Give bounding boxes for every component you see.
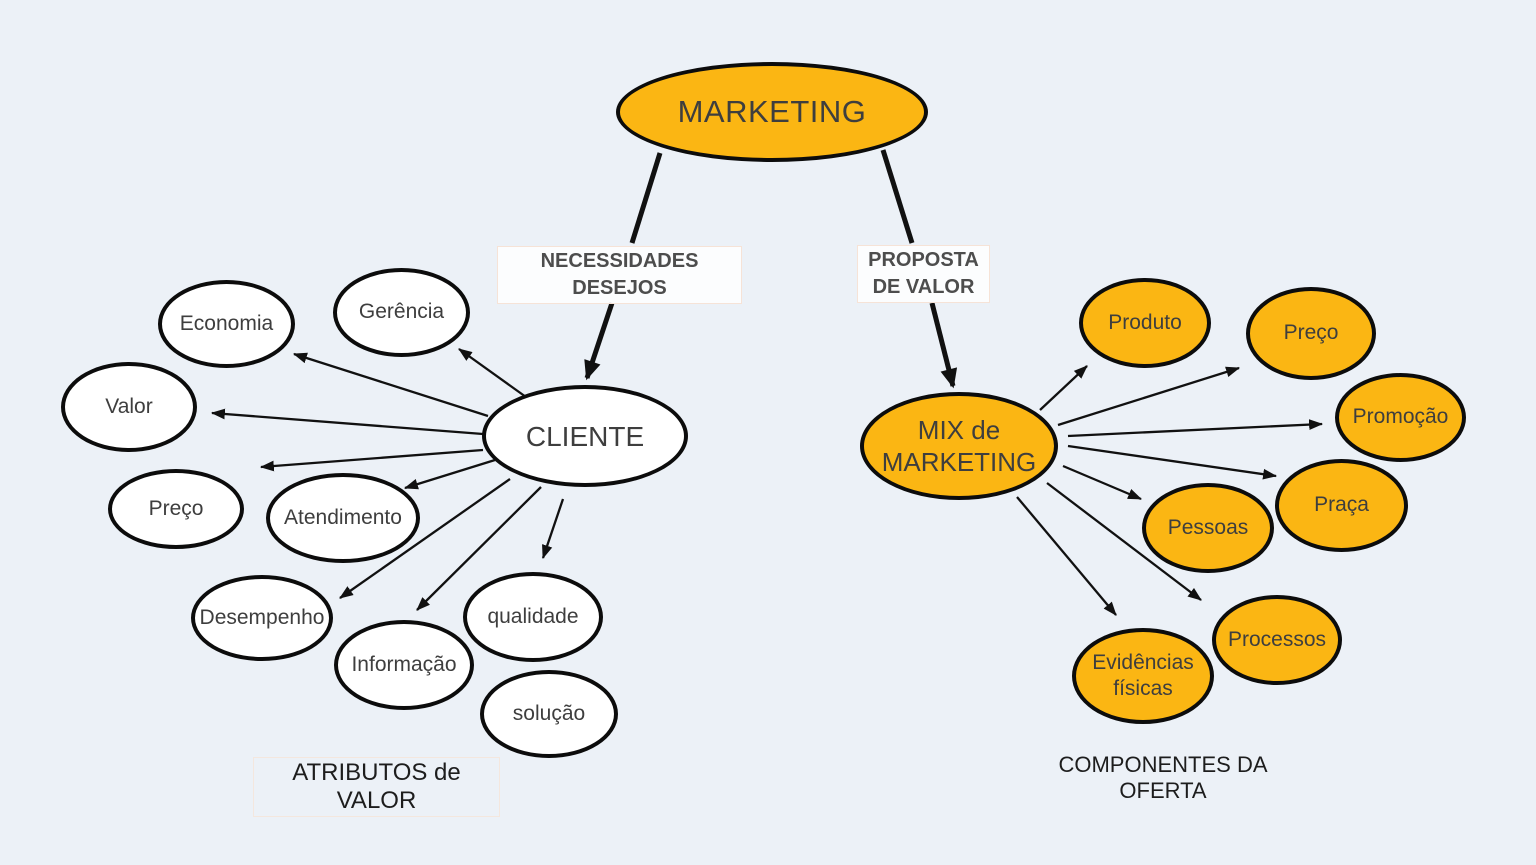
edge-cliente-gerencia (458, 348, 527, 398)
caption-componentes-da-oferta: COMPONENTES DA OFERTA (1030, 752, 1296, 803)
node-atendimento: Atendimento (266, 473, 420, 563)
node-valor-label: Valor (105, 394, 153, 418)
edge-cliente-economia (292, 352, 489, 418)
caption-atributos-de-valor: ATRIBUTOS de VALOR (253, 757, 500, 817)
node-praca-label: Praça (1314, 493, 1369, 517)
node-cliente: CLIENTE (482, 385, 688, 487)
node-gerencia: Gerência (333, 268, 470, 357)
edge-mix-pessoas (1062, 464, 1142, 501)
edge-marketing-cliente-upper (629, 152, 663, 244)
edge-label-necessidades-text: NECESSIDADES DESEJOS (540, 250, 699, 299)
node-mix-label: MIX de MARKETING (881, 414, 1037, 478)
edge-mix-preco (1057, 366, 1241, 427)
node-informacao-label: Informação (351, 652, 457, 676)
edge-cliente-valor (210, 408, 484, 436)
node-desempenho: Desempenho (191, 575, 333, 661)
edge-marketing-cliente-lower (584, 302, 615, 381)
node-pessoas: Pessoas (1142, 483, 1274, 573)
node-produto: Produto (1079, 278, 1211, 368)
node-cliente-label: CLIENTE (525, 420, 645, 452)
node-valor: Valor (61, 362, 197, 452)
node-qualidade: qualidade (463, 572, 603, 662)
node-preco-cliente: Preço (108, 469, 244, 549)
edge-label-proposta-text: PROPOSTA DE VALOR (868, 249, 979, 298)
node-gerencia-label: Gerência (358, 300, 445, 324)
node-pessoas-label: Pessoas (1167, 515, 1249, 539)
node-solucao-label: solução (512, 701, 586, 725)
edge-label-proposta-de-valor: PROPOSTA DE VALOR (857, 245, 990, 303)
edge-label-necessidades-desejos: NECESSIDADES DESEJOS (497, 246, 742, 304)
node-evidencias-fisicas: Evidências físicas (1072, 628, 1214, 724)
edge-marketing-mix-upper (880, 149, 915, 244)
edge-mix-praca (1067, 444, 1278, 480)
node-evidencias-label: Evidências físicas (1092, 650, 1194, 700)
node-promocao: Promoção (1335, 373, 1466, 462)
node-praca: Praça (1275, 459, 1408, 552)
node-promocao-label: Promoção (1352, 405, 1449, 429)
node-desempenho-label: Desempenho (199, 605, 325, 629)
edge-marketing-mix-lower (929, 302, 958, 389)
edge-cliente-atendimento (403, 458, 496, 490)
node-atendimento-label: Atendimento (284, 505, 402, 529)
edge-cliente-preco (259, 448, 484, 472)
node-solucao: solução (480, 670, 618, 758)
edge-cliente-desempenho (339, 478, 511, 599)
node-qualidade-label: qualidade (487, 604, 579, 628)
caption-componentes-text: COMPONENTES DA OFERTA (1058, 752, 1268, 803)
node-preco-mix-label: Preço (1283, 321, 1339, 345)
edge-mix-promocao (1067, 419, 1324, 438)
node-preco-mix: Preço (1246, 287, 1376, 380)
edge-mix-produto (1039, 365, 1088, 411)
caption-atributos-text: ATRIBUTOS de VALOR (292, 759, 461, 814)
node-mix-de-marketing: MIX de MARKETING (860, 392, 1058, 500)
edge-mix-evidencias (1016, 496, 1117, 616)
edge-cliente-informacao (416, 486, 542, 611)
node-informacao: Informação (334, 620, 474, 710)
edge-mix-processos (1046, 482, 1202, 601)
edge-cliente-qualidade (541, 498, 565, 560)
node-processos-label: Processos (1227, 627, 1327, 651)
node-processos: Processos (1212, 595, 1342, 685)
node-marketing-label: MARKETING (677, 93, 867, 129)
node-economia: Economia (158, 280, 295, 368)
node-preco-cliente-label: Preço (148, 496, 204, 520)
node-produto-label: Produto (1108, 310, 1182, 334)
node-economia-label: Economia (179, 311, 274, 335)
node-marketing: MARKETING (616, 62, 928, 162)
